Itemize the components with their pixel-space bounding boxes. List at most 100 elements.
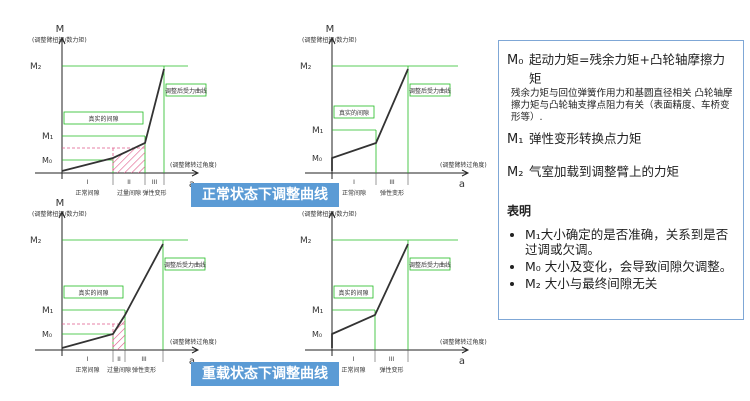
- y-axis-symbol: M: [56, 198, 65, 209]
- real-gap-band: [63, 285, 124, 299]
- conclusion-item: M₂ 大小与最终间隙无关: [525, 276, 735, 291]
- zone-name: 弹性变形: [142, 189, 166, 197]
- x-axis-arrow: [461, 169, 470, 177]
- m2-definition: M₂ 气室加载到调整臂上的力矩: [507, 161, 735, 180]
- m0-label: M₀: [312, 154, 322, 163]
- zone-name: 弹性变形: [379, 366, 403, 374]
- y-axis-arrow: [328, 210, 336, 219]
- y-axis-symbol: M: [326, 24, 335, 35]
- adjust-curve-label: 调整后受力曲线: [409, 261, 451, 269]
- zone-name: 正常间隙: [75, 189, 99, 197]
- real-gap-band: [63, 111, 144, 125]
- m1-definition: M₁ 弹性变形转换点力矩: [507, 128, 735, 147]
- over-gap-dashed: [62, 323, 125, 350]
- adjust-curve-label: 调整后受力曲线: [164, 261, 206, 269]
- m0-label: M₀: [312, 330, 322, 339]
- m1-label: M₁: [42, 132, 54, 142]
- over-gap-dashed: [62, 147, 145, 173]
- zone-name: 正常间隙: [75, 366, 99, 374]
- zone-numeral: III: [389, 179, 395, 186]
- zone-numeral: III: [152, 179, 158, 186]
- m1-label: M₁: [42, 306, 54, 316]
- m1-label: M₁: [312, 306, 324, 316]
- over-gap-hatch: [113, 143, 145, 173]
- m2-label: M₂: [300, 62, 312, 72]
- zone-numeral: I: [353, 356, 355, 363]
- adjustment-chart-4: M(调整臂扭矩/数力矩)a(调整臂转过角度)M₂M₁M₀真实的间隙调整后受力曲线…: [300, 198, 487, 374]
- x-axis-symbol: a: [459, 179, 465, 190]
- curve-label-box: [409, 83, 451, 97]
- real-gap-label: 真实的间隙: [88, 115, 118, 123]
- m0-definition: M₀ 起动力矩=残余力矩+凸轮轴摩擦力矩: [507, 49, 735, 87]
- real-gap-label: 真实的间隙: [339, 109, 369, 117]
- curve-label-box: [165, 83, 207, 97]
- zone-numeral: I: [353, 179, 355, 186]
- zone-numeral: III: [389, 356, 395, 363]
- adjustment-chart-1: M(调整臂扭矩/数力矩)a(调整臂转过角度)M₂M₁M₀真实的间隙调整后受力曲线…: [30, 24, 217, 197]
- adjust-force-curve: [61, 243, 164, 349]
- zone-numeral: I: [87, 356, 89, 363]
- conclusion-heading: 表明: [507, 204, 532, 218]
- adjust-curve-label: 调整后受力曲线: [165, 87, 207, 95]
- adjust-curve-label: 调整后受力曲线: [409, 87, 451, 95]
- legend-panel: M₀ 起动力矩=残余力矩+凸轮轴摩擦力矩 残余力矩与回位弹簧作用力和基圆直径相关…: [498, 40, 744, 320]
- zone-numeral: III: [141, 356, 147, 363]
- conclusion-item: M₁大小确定的是否准确，关系到是否过调或欠调。: [525, 227, 735, 257]
- m2-text: 气室加载到调整臂上的力矩: [529, 164, 680, 179]
- x-axis-symbol: a: [459, 356, 465, 367]
- m1-symbol: M₁: [507, 132, 524, 147]
- m1-label: M₁: [312, 126, 324, 136]
- m0-text: 起动力矩=残余力矩+凸轮轴摩擦力矩: [529, 52, 725, 86]
- normal-state-caption: 正常状态下调整曲线: [191, 183, 339, 207]
- x-axis-caption: (调整臂转过角度): [440, 161, 487, 169]
- y-axis-symbol: M: [56, 24, 65, 35]
- real-gap-label: 真实的间隙: [338, 289, 368, 297]
- y-axis-caption: (调整臂扭矩/数力矩): [302, 36, 357, 44]
- real-gap-band: [333, 105, 375, 119]
- zone-name: 过量间隙: [107, 366, 131, 374]
- m2-symbol: M₂: [507, 165, 524, 180]
- m0-label: M₀: [42, 156, 52, 165]
- adjust-force-curve: [61, 68, 165, 172]
- y-axis-arrow: [58, 210, 66, 219]
- zone-numeral: II: [117, 356, 121, 363]
- zone-numeral: II: [127, 179, 131, 186]
- y-axis-caption: (调整臂扭矩/数力矩): [302, 210, 357, 218]
- zone-name: 正常间隙: [341, 366, 365, 374]
- curve-label-box: [164, 257, 206, 271]
- heavy-load-caption: 重载状态下调整曲线: [191, 362, 339, 386]
- m0-label: M₀: [42, 330, 52, 339]
- adjust-force-curve: [331, 68, 409, 171]
- x-axis-arrow: [191, 346, 200, 354]
- y-axis-arrow: [328, 36, 336, 45]
- curve-label-box: [409, 257, 451, 271]
- m0-symbol: M₀: [507, 53, 524, 68]
- zone-name: 弹性变形: [380, 189, 404, 197]
- x-axis-caption: (调整臂转过角度): [170, 161, 217, 169]
- x-axis-arrow: [461, 346, 470, 354]
- zone-name: 正常间隙: [342, 189, 366, 197]
- m2-label: M₂: [30, 62, 42, 72]
- y-axis-caption: (调整臂扭矩/数力矩): [32, 36, 87, 44]
- x-axis-symbol: a: [189, 356, 195, 367]
- adjust-force-curve: [331, 243, 409, 348]
- m1-text: 弹性变形转换点力矩: [529, 131, 642, 146]
- conclusion-item: M₀ 大小及变化，会导致间隙欠调整。: [525, 259, 735, 274]
- conclusion-list: M₁大小确定的是否准确，关系到是否过调或欠调。 M₀ 大小及变化，会导致间隙欠调…: [507, 227, 735, 291]
- m2-label: M₂: [300, 236, 312, 246]
- real-gap-label: 真实的间隙: [78, 289, 108, 297]
- zone-numeral: I: [87, 179, 89, 186]
- zone-name: 过量间隙: [117, 189, 141, 197]
- m0-detail: 残余力矩与回位弹簧作用力和基圆直径相关 凸轮轴摩擦力矩与凸轮轴支撑点阻力有关（表…: [511, 88, 733, 123]
- x-axis-caption: (调整臂转过角度): [440, 338, 487, 346]
- real-gap-band: [333, 285, 374, 299]
- m2-label: M₂: [30, 236, 42, 246]
- x-axis-caption: (调整臂转过角度): [170, 338, 217, 346]
- y-axis-arrow: [58, 36, 66, 45]
- zone-name: 弹性变形: [132, 366, 156, 374]
- x-axis-arrow: [191, 169, 200, 177]
- adjustment-chart-2: M(调整臂扭矩/数力矩) a (调整臂转过角度) M₂ M₁ M₀ 真实的间隙 调整后受力曲线…: [300, 24, 487, 197]
- y-axis-caption: (调整臂扭矩/数力矩): [32, 210, 87, 218]
- adjustment-chart-3: M(调整臂扭矩/数力矩) a (调整臂转过角度) M₂ M₁ M₀ 真实的间隙 调整后受力曲线…: [30, 198, 217, 374]
